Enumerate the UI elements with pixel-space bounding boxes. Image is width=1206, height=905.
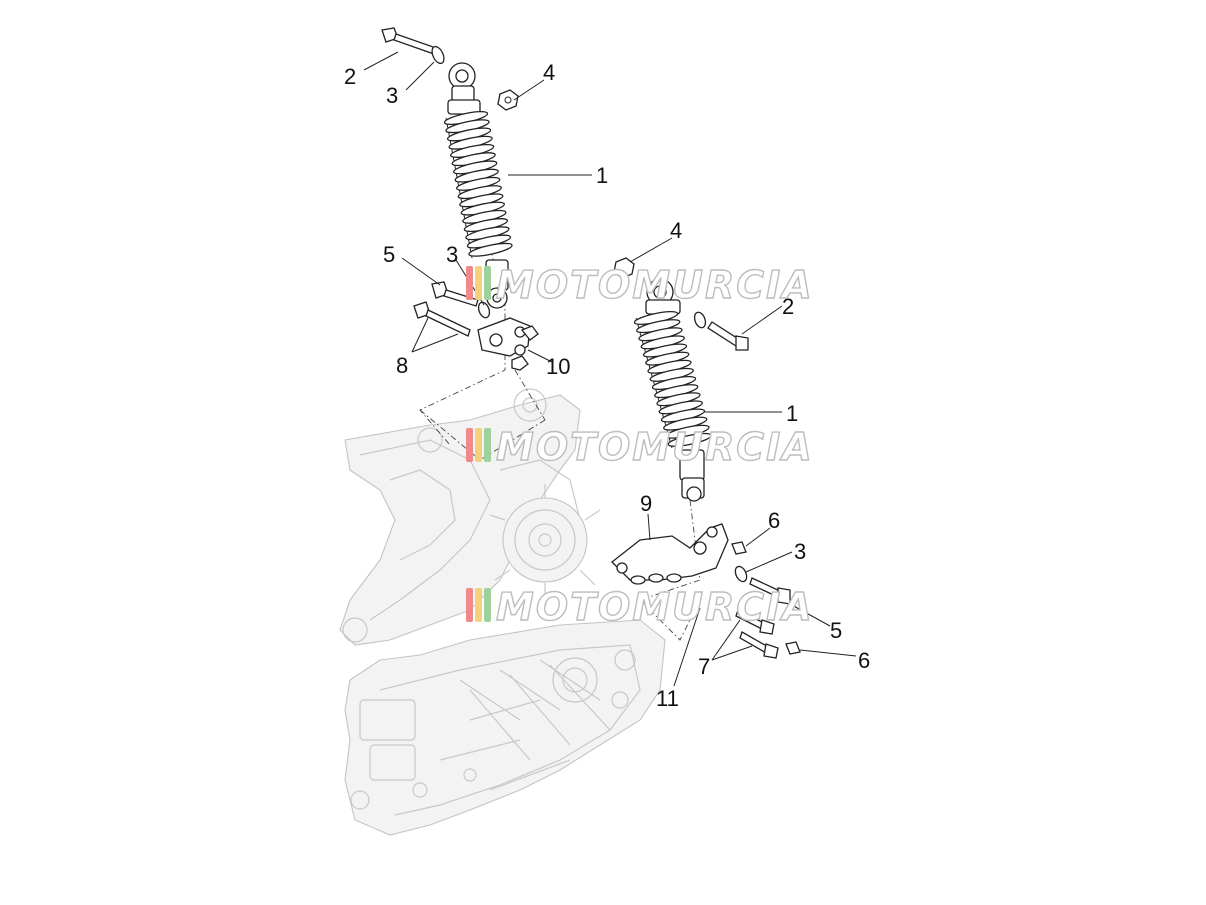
bolt-upper-right — [707, 321, 749, 351]
watermark-middle: MOTOMURCIA — [466, 424, 814, 470]
callout-8: 8 — [396, 353, 408, 378]
nut-upper-right — [613, 257, 635, 279]
gear-hub-ghost — [489, 484, 601, 596]
nut-upper-left — [497, 89, 519, 111]
watermark-text: MOTOMURCIA — [496, 585, 814, 629]
coil-spring-left — [443, 111, 513, 259]
bolt-upper-left — [381, 27, 437, 55]
callout-1-upper: 1 — [596, 163, 608, 188]
watermark-stripe-red — [466, 588, 473, 622]
callout-labels: 2 3 4 1 5 3 8 10 4 2 1 9 6 3 5 6 7 11 — [344, 60, 870, 711]
callout-11: 11 — [656, 686, 679, 711]
callout-10: 10 — [546, 354, 570, 379]
washer-upper-right — [693, 311, 707, 329]
bracket-item-9 — [611, 523, 729, 581]
watermark-stripe-yellow — [475, 428, 482, 462]
washer-item-11 — [630, 573, 682, 585]
watermark-stripe-green — [484, 428, 491, 462]
watermark-bottom: MOTOMURCIA — [466, 584, 814, 630]
spring-coil-turn — [468, 242, 513, 257]
spring-coil-turn — [667, 432, 712, 447]
callout-6-lower: 6 — [858, 648, 870, 673]
watermark-stripe-red — [466, 266, 473, 300]
washer-upper-left — [431, 45, 445, 65]
bolt-item-5-left — [431, 281, 479, 307]
bracket-item-10 — [477, 317, 539, 371]
callout-5-left: 5 — [383, 242, 395, 267]
bolt-item-6-upper — [731, 541, 747, 555]
callout-4-upper-left: 4 — [543, 60, 555, 85]
watermark-stripe-green — [484, 266, 491, 300]
callout-5-right: 5 — [830, 618, 842, 643]
callout-3-upper-left: 3 — [386, 83, 398, 108]
callout-3-mid-left: 3 — [446, 242, 458, 267]
swingarm-frame-ghost — [339, 388, 581, 646]
bolts-item-7 — [735, 609, 779, 659]
callout-1-lower: 1 — [786, 401, 798, 426]
watermark-text: MOTOMURCIA — [496, 425, 814, 469]
rear-shock-absorber-right — [633, 278, 712, 502]
watermark-top: MOTOMURCIA — [466, 262, 814, 308]
watermark-stripe-green — [484, 588, 491, 622]
callout-6-upper: 6 — [768, 508, 780, 533]
watermark-stripe-yellow — [475, 266, 482, 300]
callout-2-upper-left: 2 — [344, 64, 356, 89]
washer-item-3-right — [734, 565, 748, 583]
rear-shock-absorber-left — [443, 62, 513, 309]
watermark-text: MOTOMURCIA — [496, 263, 814, 307]
bolt-item-6-lower — [785, 641, 801, 655]
coil-spring-right — [633, 311, 712, 449]
callout-7: 7 — [698, 654, 710, 679]
watermark-stripe-red — [466, 428, 473, 462]
crankcase-ghost — [344, 619, 666, 836]
bolt-item-8 — [413, 301, 471, 337]
callout-3-right: 3 — [794, 539, 806, 564]
callout-9: 9 — [640, 491, 652, 516]
callout-4-right: 4 — [670, 218, 682, 243]
callout-2-right: 2 — [782, 294, 794, 319]
washer-item-3-left-lower — [477, 301, 491, 319]
watermark-stripe-yellow — [475, 588, 482, 622]
